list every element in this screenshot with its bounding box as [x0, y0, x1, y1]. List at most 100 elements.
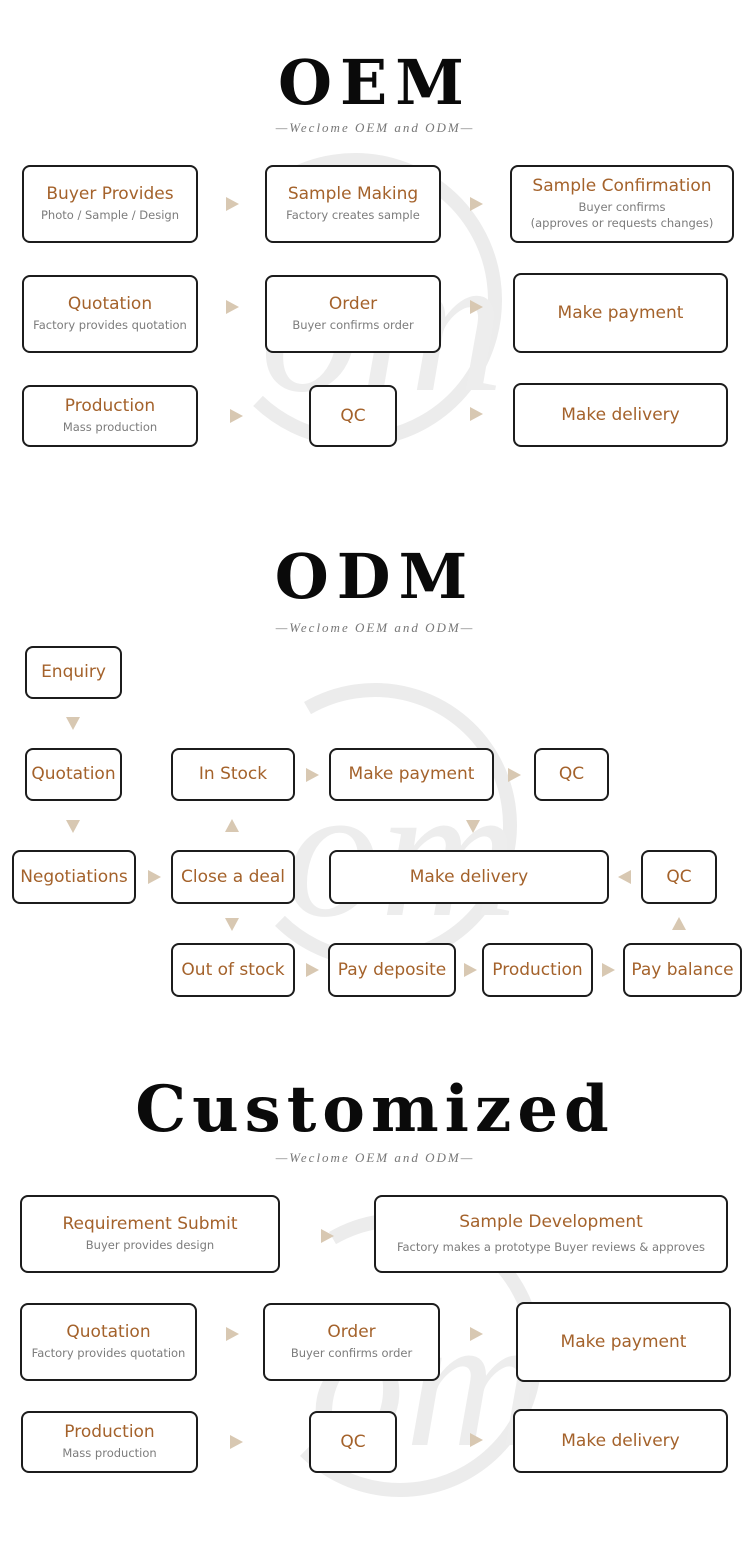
box-label: Make delivery — [561, 404, 680, 425]
arrow-up-icon — [225, 819, 239, 832]
oem-sample-making-box: Sample Making Factory creates sample — [265, 165, 441, 243]
box-label: Requirement Submit — [62, 1214, 238, 1235]
custom-qc-box: QC — [309, 1411, 397, 1473]
odm-close-deal-box: Close a deal — [171, 850, 295, 904]
box-sublabel: Buyer provides design — [85, 1237, 215, 1252]
custom-make-delivery-box: Make delivery — [513, 1409, 728, 1473]
box-label: Production — [64, 1422, 155, 1443]
customized-subtitle: —Weclome OEM and ODM— — [275, 1150, 475, 1165]
box-label: Close a deal — [181, 866, 285, 887]
oem-quotation-box: Quotation Factory provides quotation — [22, 275, 198, 353]
odm-title: ODM — [274, 540, 476, 613]
custom-quotation-box: Quotation Factory provides quotation — [20, 1303, 197, 1381]
arrow-right-icon — [464, 963, 477, 977]
arrow-right-icon — [470, 300, 483, 314]
box-sublabel: Buyer confirms — [578, 199, 666, 214]
box-label: Make delivery — [409, 866, 529, 887]
custom-make-payment-box: Make payment — [516, 1302, 731, 1382]
box-label: Quotation — [67, 294, 153, 315]
box-label: QC — [558, 764, 585, 785]
arrow-right-icon — [230, 1435, 243, 1449]
arrow-right-icon — [306, 963, 319, 977]
arrow-down-icon — [66, 820, 80, 833]
box-label: Out of stock — [181, 959, 285, 980]
box-label: QC — [340, 1431, 366, 1452]
arrow-down-icon — [66, 717, 80, 730]
odm-enquiry-box: Enquiry — [25, 646, 122, 699]
odm-qc-right-box: QC — [641, 850, 717, 904]
oem-qc-box: QC — [309, 385, 397, 447]
arrow-right-icon — [226, 197, 239, 211]
arrow-right-icon — [148, 870, 161, 884]
box-label: Order — [328, 294, 378, 315]
box-label: Make payment — [557, 302, 684, 323]
custom-sample-development-box: Sample Development Factory makes a proto… — [374, 1195, 728, 1273]
odm-in-stock-box: In Stock — [171, 748, 295, 801]
arrow-left-icon — [618, 870, 631, 884]
box-sublabel: Buyer confirms order — [290, 1345, 413, 1360]
box-sublabel: Factory creates sample — [286, 207, 420, 222]
box-sublabel: Mass production — [62, 419, 158, 434]
odm-qc-top-box: QC — [534, 748, 609, 801]
oem-production-box: Production Mass production — [22, 385, 198, 447]
box-label: Sample Making — [287, 184, 419, 205]
arrow-right-icon — [602, 963, 615, 977]
box-label: Enquiry — [41, 662, 106, 683]
odm-subtitle: —Weclome OEM and ODM— — [275, 620, 475, 635]
odm-quotation-box: Quotation — [25, 748, 122, 801]
box-label: QC — [666, 866, 692, 887]
box-sublabel: Factory makes a prototype Buyer reviews … — [396, 1239, 706, 1254]
box-label: Make delivery — [561, 1430, 680, 1451]
odm-pay-deposite-box: Pay deposite — [328, 943, 456, 997]
arrow-right-icon — [230, 409, 243, 423]
oem-order-box: Order Buyer confirms order — [265, 275, 441, 353]
arrow-right-icon — [470, 1327, 483, 1341]
box-sublabel: Mass production — [62, 1445, 157, 1460]
box-label: In Stock — [198, 764, 268, 785]
odm-negotiations-box: Negotiations — [12, 850, 136, 904]
oem-title: OEM — [278, 46, 472, 119]
arrow-down-icon — [466, 820, 480, 833]
box-sublabel: Buyer confirms order — [292, 317, 414, 332]
watermark-logo: om — [233, 683, 517, 967]
customized-title: Customized — [135, 1072, 615, 1147]
arrow-up-icon — [672, 917, 686, 930]
odm-pay-balance-box: Pay balance — [623, 943, 742, 997]
box-label: Make payment — [560, 1331, 687, 1352]
arrow-right-icon — [226, 1327, 239, 1341]
odm-out-of-stock-box: Out of stock — [171, 943, 295, 997]
arrow-right-icon — [470, 1433, 483, 1447]
box-label: Sample Development — [459, 1212, 643, 1233]
arrow-right-icon — [321, 1229, 334, 1243]
box-label: Production — [64, 396, 156, 417]
oem-make-delivery-box: Make delivery — [513, 383, 728, 447]
arrow-right-icon — [470, 407, 483, 421]
box-label: Buyer Provides — [46, 184, 174, 205]
box-sublabel: Factory provides quotation — [33, 317, 187, 332]
custom-order-box: Order Buyer confirms order — [263, 1303, 440, 1381]
box-label: Pay balance — [631, 959, 734, 980]
box-sublabel-2: (approves or requests changes) — [530, 216, 714, 231]
box-label: Quotation — [31, 764, 116, 785]
oem-make-payment-box: Make payment — [513, 273, 728, 353]
odm-make-delivery-box: Make delivery — [329, 850, 609, 904]
arrow-right-icon — [226, 300, 239, 314]
box-sublabel: Factory provides quotation — [31, 1345, 186, 1360]
arrow-right-icon — [508, 768, 521, 782]
oem-subtitle: —Weclome OEM and ODM— — [275, 120, 475, 135]
box-label: Sample Confirmation — [532, 176, 712, 197]
arrow-down-icon — [225, 918, 239, 931]
oem-sample-confirmation-box: Sample Confirmation Buyer confirms (appr… — [510, 165, 734, 243]
odm-make-payment-box: Make payment — [329, 748, 494, 801]
odm-production-box: Production — [482, 943, 593, 997]
custom-production-box: Production Mass production — [21, 1411, 198, 1473]
box-label: Negotiations — [20, 866, 128, 887]
box-label: QC — [340, 405, 366, 426]
box-label: Pay deposite — [337, 959, 447, 980]
arrow-right-icon — [470, 197, 483, 211]
box-label: Production — [492, 959, 583, 980]
box-label: Make payment — [348, 764, 475, 785]
box-label: Order — [327, 1322, 376, 1343]
arrow-right-icon — [306, 768, 319, 782]
box-label: Quotation — [66, 1322, 151, 1343]
